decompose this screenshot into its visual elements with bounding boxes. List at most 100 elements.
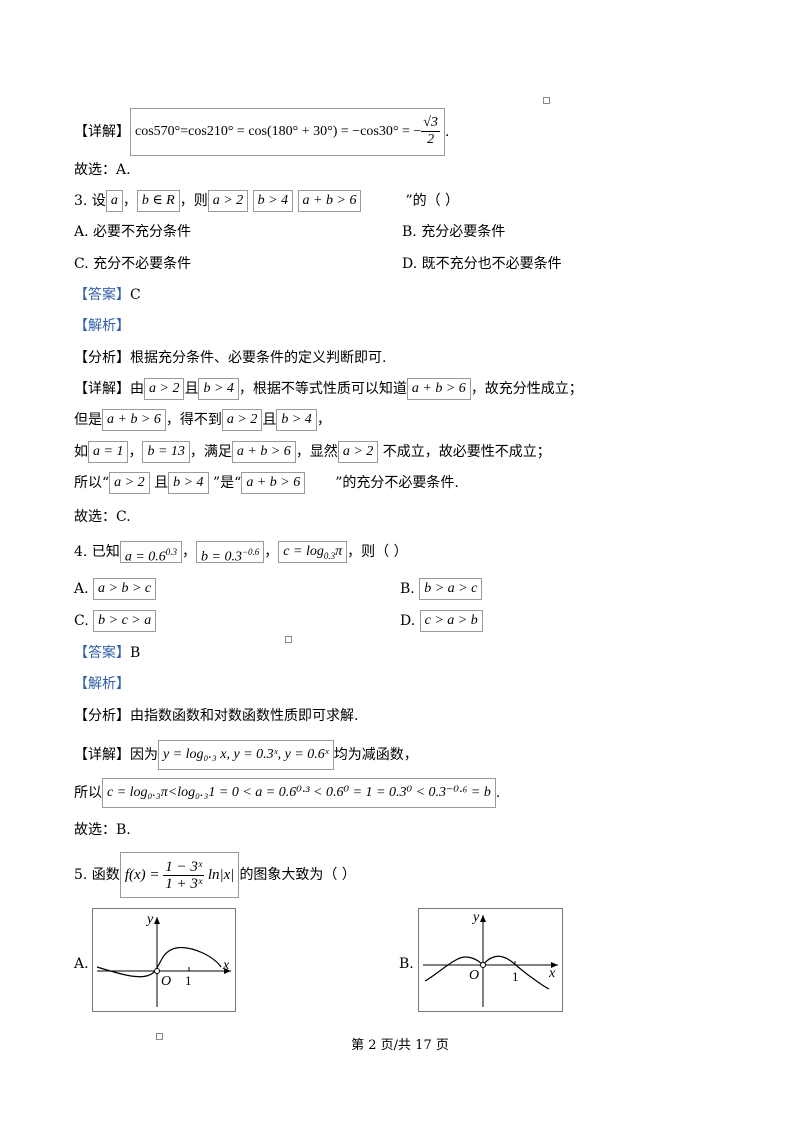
choice-text: 故选：C. <box>74 509 131 525</box>
detail-label: 【详解】 <box>74 381 130 397</box>
text: ”是“ <box>212 475 242 491</box>
text: ，则 <box>179 193 208 209</box>
math-text: cos570°=cos210° = cos(180° + 30°) = −cos… <box>135 124 422 139</box>
option-b: B. 充分必要条件 <box>402 224 506 240</box>
x-axis-arrow <box>551 962 558 968</box>
answer-value: C <box>130 287 141 303</box>
origin-hole <box>480 962 486 968</box>
text: 所以“ <box>74 475 110 491</box>
text: 所以 <box>74 785 102 801</box>
q4-option-d: D. c > a > b <box>400 610 483 632</box>
text: ， <box>316 412 331 428</box>
math: a + b > 6 <box>241 472 306 494</box>
text: 由 <box>130 381 144 397</box>
text: 如 <box>74 444 88 460</box>
math: a > 2 <box>109 472 150 494</box>
subscript: 0.3 <box>323 550 336 561</box>
math-b-in-r: b ∈ R <box>136 190 180 212</box>
text: 均为减函数， <box>333 747 418 763</box>
q3-answer: 【答案】C <box>74 285 141 305</box>
math-a: a <box>105 190 123 212</box>
period: . <box>444 124 450 140</box>
x-label: x <box>222 958 230 973</box>
math-text: c = log <box>283 544 324 559</box>
q3-analysis: 【解析】 <box>74 316 130 336</box>
option-math: b > c > a <box>93 610 157 632</box>
text: ，故充分性成立； <box>470 381 583 397</box>
analysis-label: 【解析】 <box>74 318 130 334</box>
marker <box>285 636 292 643</box>
q3-analyze: 【分析】根据充分条件、必要条件的定义判断即可. <box>74 348 386 368</box>
math: a + b > 6 <box>406 378 471 400</box>
text: 且 <box>184 381 199 397</box>
math: y = log₀.₃ x, y = 0.3ˣ, y = 0.6ˣ <box>158 740 334 770</box>
q4-choice: 故选：B. <box>74 820 131 840</box>
text: ”的充分不必要条件. <box>335 475 459 491</box>
math-text: a = 0.6 <box>124 549 166 565</box>
text: ， <box>128 444 143 460</box>
text: ”的（ ） <box>405 193 460 209</box>
analysis-label: 【解析】 <box>74 676 130 692</box>
superscript: −0.6 <box>241 547 260 557</box>
text: ，满足 <box>189 444 232 460</box>
math-text: b = 0.3 <box>201 549 242 565</box>
q2-detail-math: cos570°=cos210° = cos(180° + 30°) = −cos… <box>130 108 445 156</box>
math: a > 2 <box>221 409 263 431</box>
detail-label: 【详解】 <box>74 124 130 140</box>
superscript: 0.3 <box>165 547 178 557</box>
y-axis-arrow <box>154 917 160 924</box>
math: b > 4 <box>276 409 317 431</box>
y-axis-arrow <box>480 915 486 922</box>
option-label: B. <box>400 581 415 597</box>
origin-label: O <box>469 968 479 983</box>
answer-label: 【答案】 <box>74 645 130 661</box>
math: b > 4 <box>168 472 209 494</box>
option-math: b > a > c <box>419 578 483 600</box>
tick-label: 1 <box>185 973 192 988</box>
option-math: c > a > b <box>419 610 483 632</box>
math-c: c = log0.3π <box>278 541 348 563</box>
tick-label: 1 <box>512 969 519 984</box>
q2-choice: 故选：A. <box>74 160 131 180</box>
question-number: 3. 设 <box>74 193 106 209</box>
q3-choice: 故选：C. <box>74 507 131 527</box>
option-a: A. 必要不充分条件 <box>74 224 192 240</box>
math: b = 13 <box>142 441 190 463</box>
choice-text: 故选：A. <box>74 162 131 178</box>
math-text: f(x) = <box>124 867 160 883</box>
denominator: 1 + 3ˣ <box>165 876 203 893</box>
math: a + b > 6 <box>102 409 166 431</box>
option-label: C. <box>74 613 89 629</box>
math-a-gt-2: a > 2 <box>207 190 249 212</box>
page-footer: 第 2 页/共 17 页 <box>351 1038 449 1053</box>
q4-option-c: C. b > c > a <box>74 610 157 632</box>
origin-hole <box>154 968 160 974</box>
q2-detail-line: 【详解】 cos570°=cos210° = cos(180° + 30°) = … <box>74 108 450 156</box>
y-label: y <box>145 912 154 927</box>
q5-graph-a: y x O 1 <box>92 908 236 1012</box>
math: a + b > 6 <box>231 441 296 463</box>
x-axis-arrow <box>224 968 231 974</box>
q5-graph-b: y x O 1 <box>418 908 563 1012</box>
q5-option-a-label: A. <box>74 956 89 972</box>
question-number: 4. 已知 <box>74 544 120 560</box>
option-c: C. 充分不必要条件 <box>74 256 192 272</box>
math-b: b = 0.3−0.6 <box>196 541 265 565</box>
math-b-gt-4: b > 4 <box>252 190 294 212</box>
option-label: A. <box>74 581 89 597</box>
text: 且 <box>262 412 277 428</box>
q4-option-a: A. a > b > c <box>74 578 157 600</box>
option-math: a > b > c <box>93 578 157 600</box>
text: 因为 <box>130 747 158 763</box>
text: ，则（ ） <box>347 544 408 560</box>
analyze-label: 【分析】 <box>74 708 130 724</box>
